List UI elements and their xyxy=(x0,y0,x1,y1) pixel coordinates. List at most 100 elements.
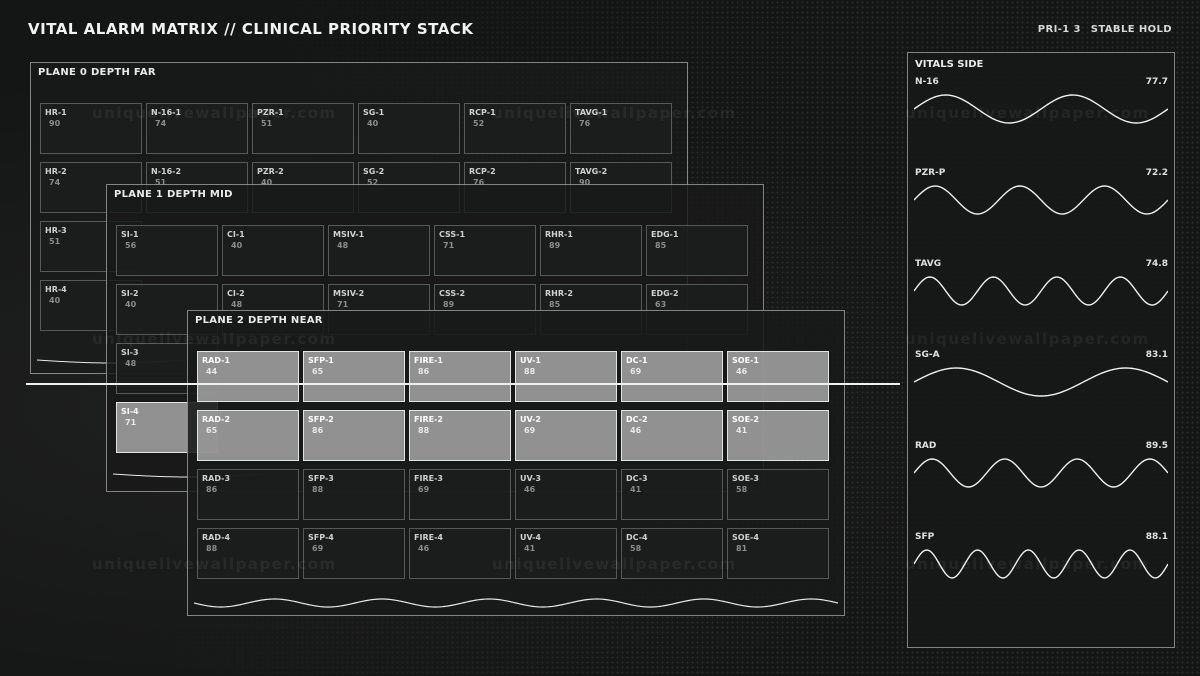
alarm-tile-label: SFP-3 xyxy=(308,474,334,483)
alarm-tile-uv-4[interactable]: UV-4 41 xyxy=(515,528,617,579)
alarm-tile-label: SI-1 xyxy=(121,230,139,239)
alarm-tile-label: TAVG-1 xyxy=(575,108,608,117)
alarm-tile-label: SOE-2 xyxy=(732,415,759,424)
alarm-tile-label: RHR-1 xyxy=(545,230,573,239)
alarm-tile-label: RCP-2 xyxy=(469,167,496,176)
alarm-tile-soe-4[interactable]: SOE-4 81 xyxy=(727,528,829,579)
vital-value: 77.7 xyxy=(1145,77,1168,87)
vital-name: RAD xyxy=(915,441,937,451)
alarm-tile-value: 69 xyxy=(524,426,536,435)
status-readout: PRI-1 3 STABLE HOLD xyxy=(1032,24,1172,35)
alarm-tile-value: 48 xyxy=(231,300,243,309)
vital-waveform xyxy=(914,276,1168,306)
alarm-tile-value: 56 xyxy=(125,241,137,250)
vital-value: 72.2 xyxy=(1145,168,1168,178)
alarm-tile-value: 88 xyxy=(418,426,430,435)
alarm-tile-label: DC-3 xyxy=(626,474,648,483)
alarm-tile-label: MSIV-1 xyxy=(333,230,365,239)
alarm-tile-label: FIRE-4 xyxy=(414,533,443,542)
alarm-tile-label: EDG-2 xyxy=(651,289,679,298)
alarm-tile-value: 41 xyxy=(524,544,536,553)
alarm-tile-label: RAD-1 xyxy=(202,356,231,365)
alarm-tile-ci-1[interactable]: CI-1 40 xyxy=(222,225,324,276)
alarm-tile-value: 40 xyxy=(231,241,243,250)
alarm-tile-label: UV-3 xyxy=(520,474,541,483)
alarm-tile-label: RAD-3 xyxy=(202,474,231,483)
alarm-tile-soe-2[interactable]: SOE-2 41 xyxy=(727,410,829,461)
alarm-tile-value: 58 xyxy=(736,485,748,494)
alarm-tile-label: SOE-4 xyxy=(732,533,759,542)
alarm-tile-value: 81 xyxy=(736,544,748,553)
alarm-tile-label: UV-2 xyxy=(520,415,541,424)
alarm-tile-uv-2[interactable]: UV-2 69 xyxy=(515,410,617,461)
vital-waveform xyxy=(914,185,1168,215)
alarm-tile-label: HR-2 xyxy=(45,167,67,176)
vital-waveform-line xyxy=(914,94,1168,124)
alarm-tile-value: 40 xyxy=(261,178,273,187)
alarm-tile-label: UV-1 xyxy=(520,356,541,365)
alarm-tile-rad-3[interactable]: RAD-3 86 xyxy=(197,469,299,520)
alarm-tile-rcp-1[interactable]: RCP-1 52 xyxy=(464,103,566,154)
alarm-tile-value: 69 xyxy=(630,367,642,376)
vital-waveform-line xyxy=(914,458,1168,488)
alarm-tile-label: UV-4 xyxy=(520,533,541,542)
alarm-tile-label: SI-3 xyxy=(121,348,139,357)
alarm-tile-value: 86 xyxy=(206,485,218,494)
alarm-tile-rad-1[interactable]: RAD-1 44 xyxy=(197,351,299,402)
alarm-tile-label: DC-2 xyxy=(626,415,648,424)
alarm-tile-label: RCP-1 xyxy=(469,108,496,117)
alarm-tile-label: N-16-1 xyxy=(151,108,182,117)
alarm-tile-value: 52 xyxy=(473,119,485,128)
alarm-tile-si-1[interactable]: SI-1 56 xyxy=(116,225,218,276)
alarm-tile-value: 88 xyxy=(206,544,218,553)
alarm-tile-value: 41 xyxy=(736,426,748,435)
alarm-tile-tavg-1[interactable]: TAVG-1 76 xyxy=(570,103,672,154)
plane-label: PLANE 2 DEPTH NEAR xyxy=(195,315,323,326)
alarm-tile-label: N-16-2 xyxy=(151,167,182,176)
alarm-tile-value: 76 xyxy=(579,119,591,128)
alarm-tile-value: 58 xyxy=(630,544,642,553)
alarm-tile-value: 86 xyxy=(312,426,324,435)
alarm-tile-value: 40 xyxy=(125,300,137,309)
alarm-tile-value: 40 xyxy=(367,119,379,128)
alarm-tile-value: 44 xyxy=(206,367,218,376)
alarm-tile-label: MSIV-2 xyxy=(333,289,365,298)
alarm-tile-label: CI-1 xyxy=(227,230,245,239)
alarm-tile-label: EDG-1 xyxy=(651,230,679,239)
alarm-tile-label: PZR-2 xyxy=(257,167,284,176)
alarm-tile-value: 90 xyxy=(49,119,61,128)
alarm-tile-value: 74 xyxy=(49,178,61,187)
alarm-tile-value: 51 xyxy=(261,119,273,128)
plane-2-trace xyxy=(194,598,838,608)
